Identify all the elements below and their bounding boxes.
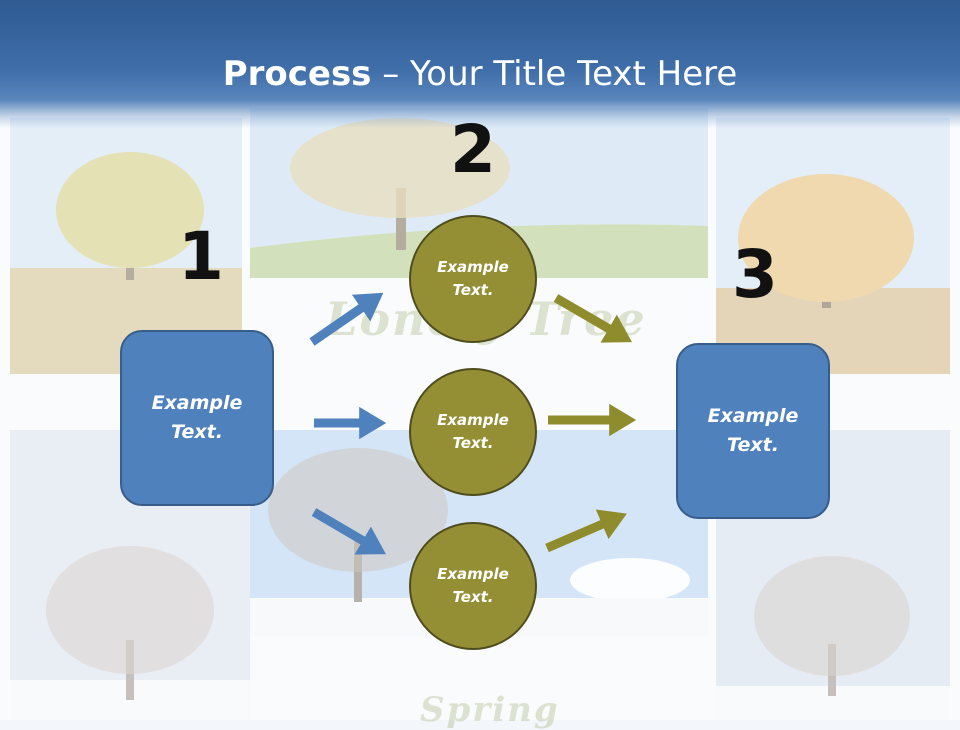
step-number-1: 1 bbox=[178, 218, 224, 295]
left-text-box[interactable]: Example Text. bbox=[120, 330, 274, 506]
step-number-2: 2 bbox=[450, 111, 496, 188]
circle-top-label: Example Text. bbox=[437, 258, 509, 299]
circle-middle[interactable]: Example Text. bbox=[409, 368, 537, 496]
title-bar bbox=[0, 0, 960, 128]
right-text-box[interactable]: Example Text. bbox=[676, 343, 830, 519]
title-rest: – Your Title Text Here bbox=[371, 54, 738, 94]
title-bold-word: Process bbox=[222, 54, 372, 94]
circle-top[interactable]: Example Text. bbox=[409, 215, 537, 343]
left-box-label: Example Text. bbox=[151, 392, 243, 443]
circle-bottom-label: Example Text. bbox=[437, 565, 509, 606]
background-watermark-text: Spring bbox=[420, 690, 560, 730]
right-box-label: Example Text. bbox=[707, 405, 799, 456]
circle-middle-label: Example Text. bbox=[437, 411, 509, 452]
slide-title: Process – Your Title Text Here bbox=[0, 52, 960, 96]
circle-bottom[interactable]: Example Text. bbox=[409, 522, 537, 650]
step-number-3: 3 bbox=[732, 236, 778, 313]
